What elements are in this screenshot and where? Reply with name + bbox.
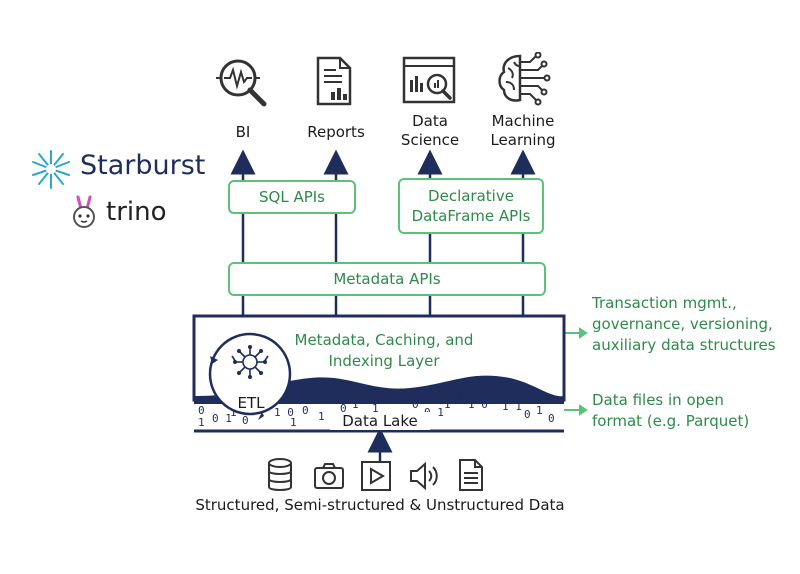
starburst-burst-icon: [32, 150, 70, 189]
label-reports: Reports: [307, 123, 365, 141]
metadata-apis-box: Metadata APIs: [228, 262, 546, 296]
bi-magnifier-icon: [216, 59, 267, 107]
sql-apis-box: SQL APIs: [228, 180, 356, 214]
sql-apis-label: SQL APIs: [259, 188, 325, 206]
data-lake-label: Data Lake: [330, 412, 430, 430]
svg-text:0: 0: [524, 408, 531, 421]
svg-text:1 0: 1 0: [468, 398, 488, 411]
starburst-logo: Starburst: [30, 148, 210, 189]
play-icon: [361, 461, 391, 491]
svg-text:0: 0: [548, 412, 555, 425]
etl-cycle-icon: [208, 332, 292, 420]
svg-text:0 1: 0 1: [212, 412, 232, 425]
svg-text:1: 1: [352, 398, 359, 411]
label-machine-learning: Machine Learning: [490, 112, 556, 149]
trino-logo: trino: [68, 195, 188, 231]
svg-text:1: 1: [456, 390, 463, 403]
brain-circuit-icon: [498, 52, 551, 106]
svg-text:1 0: 1 0: [274, 406, 294, 419]
trino-bunny-icon: [73, 195, 95, 228]
label-data-science: Data Science: [400, 112, 460, 149]
trino-wordmark: trino: [106, 197, 167, 227]
layer-title: Metadata, Caching, and Indexing Layer: [294, 331, 474, 370]
dataframe-apis-label: Declarative DataFrame APIs: [411, 187, 531, 225]
report-document-icon: [316, 56, 352, 106]
transaction-note: Transaction mgmt., governance, versionin…: [592, 294, 776, 354]
camera-icon: [314, 463, 344, 489]
dataframe-apis-box: Declarative DataFrame APIs: [398, 178, 544, 234]
svg-text:1 0: 1 0: [386, 392, 406, 405]
svg-text:0: 0: [198, 404, 205, 417]
files-note: Data files in open format (e.g. Parquet): [592, 391, 750, 430]
metadata-apis-label: Metadata APIs: [333, 270, 441, 288]
svg-text:0: 0: [242, 414, 249, 427]
svg-text:0: 0: [302, 404, 309, 417]
label-bi: BI: [235, 123, 251, 141]
data-science-window-icon: [402, 56, 456, 104]
etl-label: ETL: [237, 394, 265, 412]
svg-text:0: 0: [366, 388, 373, 401]
starburst-wordmark: Starburst: [80, 150, 206, 181]
svg-text:0: 0: [412, 398, 419, 411]
sources-caption: Structured, Semi-structured & Unstructur…: [195, 496, 565, 514]
svg-text:0: 0: [340, 402, 347, 415]
database-icon: [268, 458, 292, 491]
svg-text:0: 0: [490, 388, 497, 401]
svg-text:1 1: 1 1: [502, 400, 522, 413]
svg-text:1: 1: [230, 406, 237, 419]
svg-text:1: 1: [198, 416, 205, 429]
svg-text:1: 1: [444, 398, 451, 411]
document-icon: [459, 459, 483, 491]
svg-text:1: 1: [536, 404, 543, 417]
svg-text:1: 1: [290, 416, 297, 429]
audio-icon: [410, 461, 438, 491]
svg-text:1: 1: [372, 402, 379, 415]
